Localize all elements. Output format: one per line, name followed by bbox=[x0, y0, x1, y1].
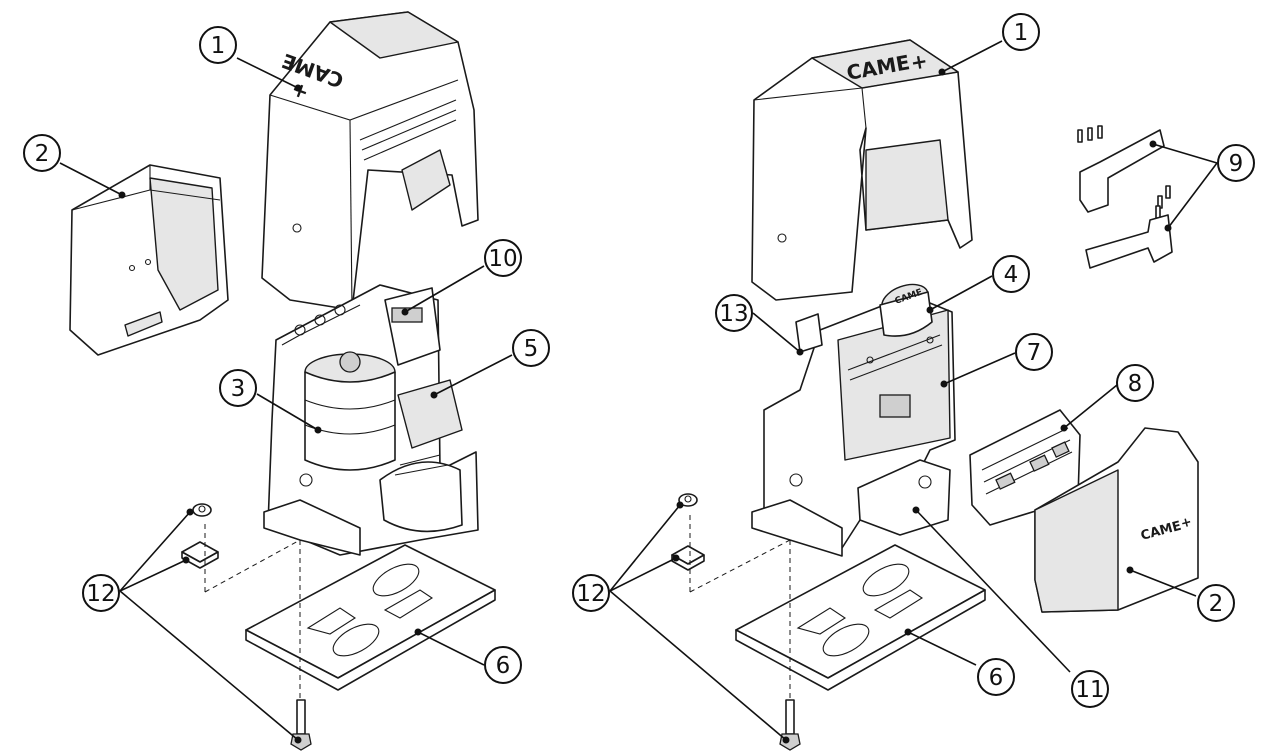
right-motor-body: CAME bbox=[751, 283, 956, 557]
callout-2-right-label: 2 bbox=[1209, 591, 1224, 617]
leader-lines bbox=[59, 40, 1218, 744]
right-base-plate bbox=[735, 544, 986, 691]
callout-7: 7 bbox=[1015, 333, 1053, 371]
right-cover-brand-mark: + bbox=[909, 48, 930, 75]
callout-1-right: 1 bbox=[1002, 13, 1040, 51]
right-brackets bbox=[1077, 125, 1173, 269]
callout-6-left: 6 bbox=[484, 646, 522, 684]
callout-2: 2 bbox=[23, 134, 61, 172]
callout-7-label: 7 bbox=[1027, 340, 1042, 366]
callouts: 1 2 10 3 5 12 6 1 9 4 13 7 8 2 12 6 11 bbox=[23, 13, 1255, 708]
callout-3: 3 bbox=[219, 369, 257, 407]
callout-10: 10 bbox=[484, 239, 522, 277]
callout-9-label: 9 bbox=[1229, 151, 1244, 177]
callout-10-label: 10 bbox=[488, 246, 517, 272]
right-fixings bbox=[671, 493, 801, 751]
callout-1-label: 1 bbox=[211, 33, 226, 59]
callout-1-right-label: 1 bbox=[1014, 20, 1029, 46]
callout-5-label: 5 bbox=[524, 336, 539, 362]
callout-12-left-label: 12 bbox=[86, 581, 115, 607]
callout-2-right: 2 bbox=[1197, 584, 1235, 622]
right-cover: CAME + bbox=[751, 39, 973, 301]
left-cover-brand-mark: + bbox=[288, 78, 312, 106]
left-base-plate bbox=[245, 544, 496, 691]
callout-4: 4 bbox=[992, 255, 1030, 293]
callout-2-label: 2 bbox=[35, 141, 50, 167]
callout-13: 13 bbox=[715, 294, 753, 332]
callout-6-right-label: 6 bbox=[989, 665, 1004, 691]
right-side-cover: CAME + bbox=[1034, 427, 1199, 613]
callout-9: 9 bbox=[1217, 144, 1255, 182]
callout-11: 11 bbox=[1071, 670, 1109, 708]
callout-12-right-label: 12 bbox=[576, 581, 605, 607]
callout-8-label: 8 bbox=[1128, 371, 1143, 397]
callout-8: 8 bbox=[1116, 364, 1154, 402]
side-cover-brand-mark: + bbox=[1179, 515, 1193, 532]
left-motor-body bbox=[263, 284, 479, 556]
callout-6-left-label: 6 bbox=[496, 653, 511, 679]
callout-12-left: 12 bbox=[82, 574, 120, 612]
callout-6-right: 6 bbox=[977, 658, 1015, 696]
callout-1: 1 bbox=[199, 26, 237, 64]
callout-12-right: 12 bbox=[572, 574, 610, 612]
callout-3-label: 3 bbox=[231, 376, 246, 402]
left-side-panel bbox=[69, 164, 229, 356]
left-cover: CAME + bbox=[261, 11, 479, 311]
callout-4-label: 4 bbox=[1004, 262, 1019, 288]
callout-13-label: 13 bbox=[719, 301, 748, 327]
callout-5: 5 bbox=[512, 329, 550, 367]
control-board bbox=[969, 409, 1081, 526]
callout-11-label: 11 bbox=[1075, 677, 1104, 703]
